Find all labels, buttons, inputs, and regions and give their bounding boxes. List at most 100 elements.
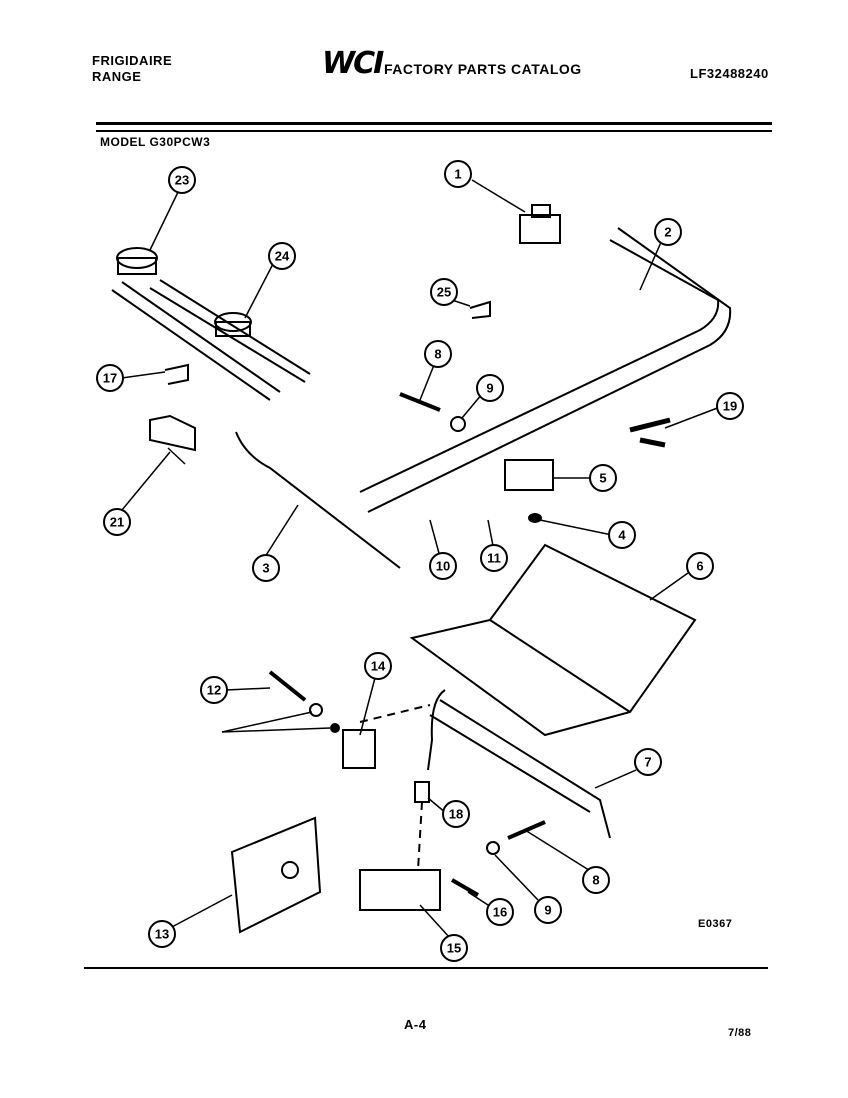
callout-label: 11 bbox=[487, 551, 501, 566]
callout-circle bbox=[486, 898, 514, 926]
callout-circle bbox=[634, 748, 662, 776]
callout-21: 21 bbox=[103, 508, 131, 536]
page-number: A-4 bbox=[404, 1017, 427, 1032]
callout-label: 15 bbox=[447, 941, 461, 956]
callout-circle bbox=[440, 934, 468, 962]
callout-label: 21 bbox=[110, 515, 124, 530]
callout-circle bbox=[589, 464, 617, 492]
clip-part-25 bbox=[469, 300, 491, 319]
callout-label: 12 bbox=[207, 683, 221, 698]
wci-logo: WCI bbox=[322, 46, 384, 81]
nut-part-12a bbox=[309, 703, 323, 717]
model-label: MODEL G30PCW3 bbox=[100, 135, 211, 149]
nut-part-12b bbox=[330, 723, 340, 733]
callout-circle bbox=[582, 866, 610, 894]
callout-label: 24 bbox=[275, 249, 290, 264]
rod-part-8 bbox=[399, 392, 441, 412]
callout-9: 9 bbox=[534, 896, 562, 924]
clip-part-17 bbox=[164, 363, 189, 385]
callout-label: 23 bbox=[175, 173, 189, 188]
diagram-code: E0367 bbox=[698, 918, 733, 930]
regulator-part-5 bbox=[504, 459, 554, 491]
callout-11: 11 bbox=[480, 544, 508, 572]
callout-label: 9 bbox=[544, 903, 551, 918]
callout-circle bbox=[96, 364, 124, 392]
callout-7: 7 bbox=[634, 748, 662, 776]
callout-16: 16 bbox=[486, 898, 514, 926]
callout-label: 19 bbox=[723, 399, 737, 414]
callout-circle bbox=[608, 521, 636, 549]
callout-circle bbox=[429, 552, 457, 580]
catalog-title: FACTORY PARTS CATALOG bbox=[384, 61, 582, 77]
callout-8: 8 bbox=[424, 340, 452, 368]
callout-label: 25 bbox=[437, 285, 451, 300]
nut-part-9 bbox=[450, 416, 466, 432]
callout-label: 9 bbox=[486, 381, 493, 396]
callout-circle bbox=[686, 552, 714, 580]
callout-circle bbox=[654, 218, 682, 246]
callout-circle bbox=[476, 374, 504, 402]
callout-3: 3 bbox=[252, 554, 280, 582]
callout-8: 8 bbox=[582, 866, 610, 894]
callout-13: 13 bbox=[148, 920, 176, 948]
callout-label: 4 bbox=[618, 528, 626, 543]
callout-23: 23 bbox=[168, 166, 196, 194]
brand-name: FRIGIDAIRE bbox=[92, 53, 173, 68]
callout-18: 18 bbox=[442, 800, 470, 828]
callout-label: 14 bbox=[371, 659, 386, 674]
heat-shield-part-6 bbox=[409, 543, 697, 737]
catalog-number: LF32488240 bbox=[690, 66, 769, 81]
callout-circle bbox=[534, 896, 562, 924]
callout-circle bbox=[424, 340, 452, 368]
bracket-part-21 bbox=[149, 414, 196, 452]
product-type: RANGE bbox=[92, 69, 142, 84]
callout-label: 8 bbox=[434, 347, 441, 362]
callout-circle bbox=[442, 800, 470, 828]
callout-label: 3 bbox=[262, 561, 269, 576]
callout-circle bbox=[103, 508, 131, 536]
bracket-part-14 bbox=[342, 729, 376, 769]
callout-label: 16 bbox=[493, 905, 507, 920]
callout-17: 17 bbox=[96, 364, 124, 392]
callout-24: 24 bbox=[268, 242, 296, 270]
callout-label: 1 bbox=[454, 167, 461, 182]
fittings-part-19 bbox=[629, 417, 671, 448]
orifice-part-18 bbox=[414, 781, 430, 803]
valve-part-1 bbox=[519, 204, 561, 244]
rod-part-8-lower bbox=[507, 820, 546, 840]
callout-2: 2 bbox=[654, 218, 682, 246]
callout-25: 25 bbox=[430, 278, 458, 306]
screw-part-16 bbox=[451, 878, 479, 897]
callout-circle bbox=[430, 278, 458, 306]
rod-part-10 bbox=[268, 670, 307, 702]
callout-label: 7 bbox=[644, 755, 651, 770]
callout-1: 1 bbox=[444, 160, 472, 188]
mounting-plate-part-13 bbox=[230, 816, 322, 934]
callout-label: 18 bbox=[449, 807, 463, 822]
callout-4: 4 bbox=[608, 521, 636, 549]
callout-label: 10 bbox=[436, 559, 450, 574]
callout-circle bbox=[364, 652, 392, 680]
callout-circle bbox=[716, 392, 744, 420]
callout-label: 8 bbox=[592, 873, 599, 888]
callout-19: 19 bbox=[716, 392, 744, 420]
thermocouple-wire bbox=[235, 431, 401, 569]
callout-9: 9 bbox=[476, 374, 504, 402]
callout-12: 12 bbox=[200, 676, 228, 704]
callout-circle bbox=[252, 554, 280, 582]
part-4 bbox=[528, 513, 542, 523]
header-rule-bottom bbox=[96, 130, 772, 132]
callout-10: 10 bbox=[429, 552, 457, 580]
header-rule-top bbox=[96, 122, 772, 125]
callout-circle bbox=[148, 920, 176, 948]
callout-5: 5 bbox=[589, 464, 617, 492]
callout-circle bbox=[200, 676, 228, 704]
leader-lines bbox=[121, 179, 721, 939]
callout-circle bbox=[444, 160, 472, 188]
nut-part-9-lower bbox=[486, 841, 500, 855]
callout-15: 15 bbox=[440, 934, 468, 962]
callout-6: 6 bbox=[686, 552, 714, 580]
callout-label: 5 bbox=[599, 471, 606, 486]
callout-circle bbox=[480, 544, 508, 572]
